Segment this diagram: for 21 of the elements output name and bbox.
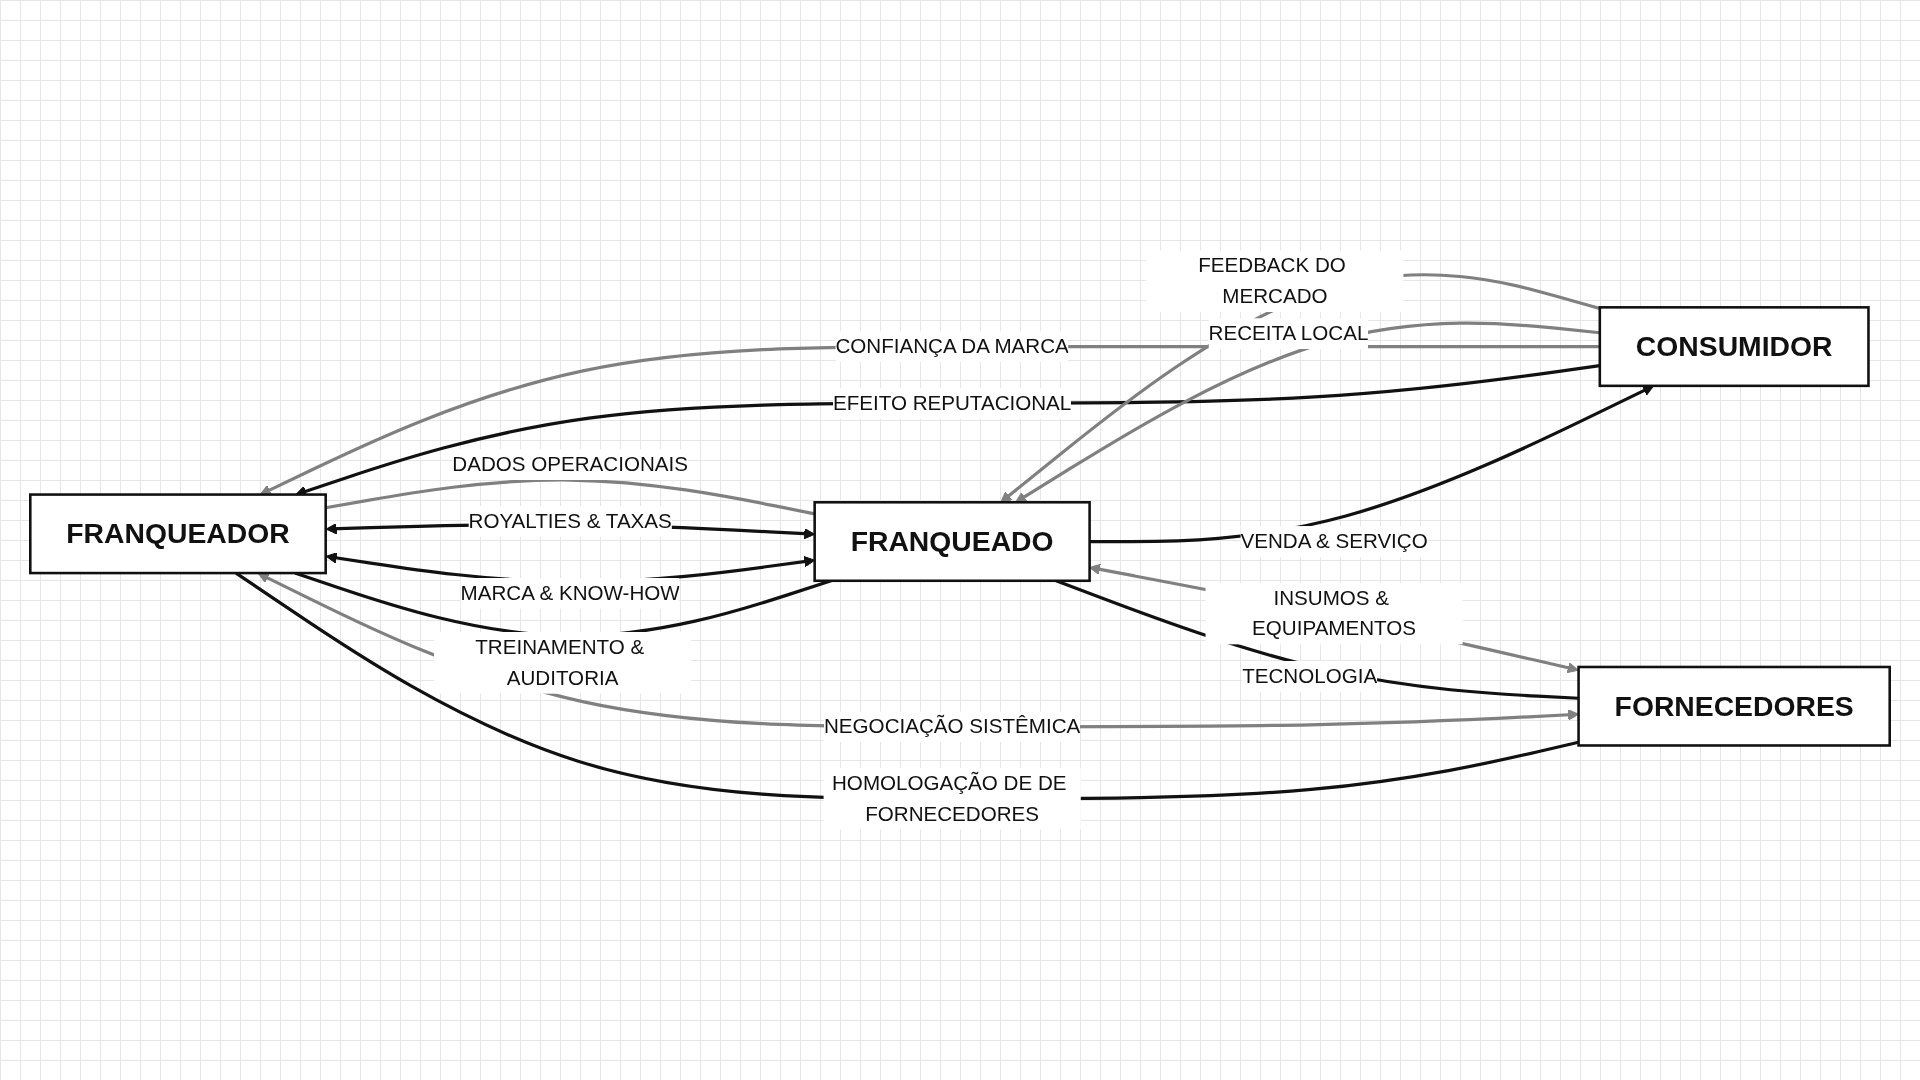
node-box: FRANQUEADOR [29, 493, 327, 575]
node-box: FORNECEDORES [1577, 665, 1891, 747]
edge-label: TREINAMENTO & AUDITORIA [475, 635, 645, 689]
edge-label: ROYALTIES & TAXAS [468, 509, 672, 532]
edge-label: INSUMOS & EQUIPAMENTOS [1252, 586, 1417, 640]
edge-label: EFEITO REPUTACIONAL [832, 391, 1072, 414]
edge-label: TECNOLOGIA [1242, 664, 1378, 687]
edge-label: VENDA & SERVIÇO [1240, 529, 1428, 552]
edge-label: FEEDBACK DO MERCADO [1198, 254, 1346, 307]
node-box: FRANQUEADO [813, 501, 1091, 583]
arrow [1089, 385, 1655, 544]
edge-label: NEGOCIAÇÃO SISTÊMICA [824, 715, 1081, 738]
arrow [1000, 273, 1601, 503]
edge-label: MARCA & KNOW-HOW [460, 581, 680, 604]
arrow [1015, 321, 1600, 503]
edge-label: CONFIANÇA DA MARCA [835, 335, 1069, 357]
edge-label: HOMOLOGAÇÃO DE DE FORNECEDORES [832, 771, 1067, 825]
edge-label: DADOS OPERACIONAIS [452, 453, 689, 475]
connector [325, 478, 815, 516]
edge-label: RECEITA LOCAL [1208, 322, 1369, 344]
node-box: CONSUMIDOR [1598, 306, 1870, 388]
